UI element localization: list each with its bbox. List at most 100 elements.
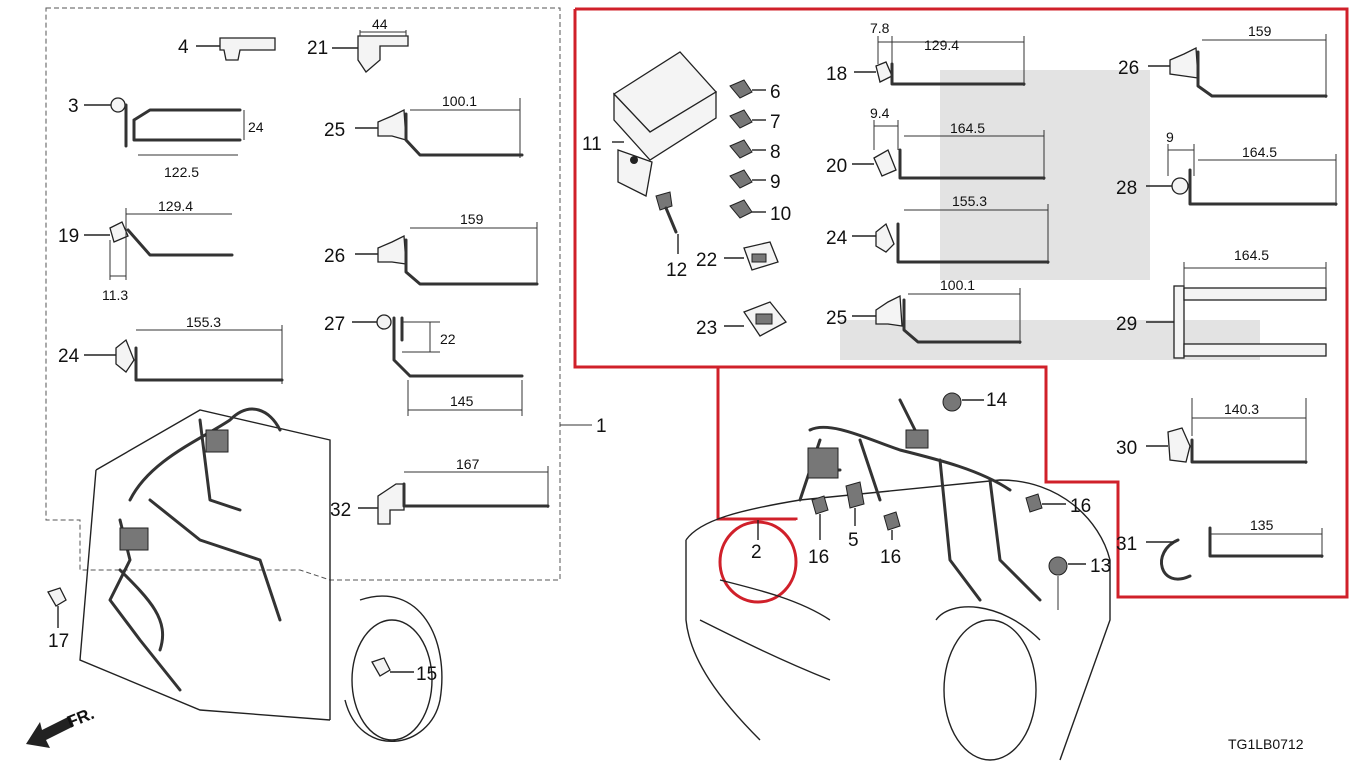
dim-19-length: 129.4: [158, 198, 193, 214]
front-direction-arrow: [26, 716, 74, 748]
dim-26-right: 159: [1248, 23, 1272, 39]
vehicle-right-view: [685, 398, 1111, 761]
dim-30: 140.3: [1224, 401, 1259, 417]
part-9-clip: [729, 169, 766, 189]
callout-2: 2: [751, 542, 762, 563]
part-11-relay-block: [612, 51, 718, 197]
part-13: [1048, 556, 1086, 610]
callout-20: 20: [826, 156, 847, 177]
part-20: [852, 120, 1046, 180]
part-7-clip: [729, 109, 766, 129]
part-32: [358, 466, 550, 525]
callout-4: 4: [178, 37, 189, 58]
dim-31: 135: [1250, 517, 1274, 533]
dim-25-left: 100.1: [442, 93, 477, 109]
dim-29: 164.5: [1234, 247, 1269, 263]
callout-19: 19: [58, 226, 79, 247]
callout-28: 28: [1116, 178, 1137, 199]
part-27: [352, 314, 524, 416]
callout-16-c: 16: [1070, 496, 1091, 517]
callout-8: 8: [770, 142, 781, 163]
callout-17: 17: [48, 631, 69, 652]
dim-26-left: 159: [460, 211, 484, 227]
part-17: [47, 587, 67, 628]
part-10-clip: [729, 199, 766, 219]
dim-3-height: 24: [248, 119, 264, 135]
part-16-c: [1025, 493, 1066, 513]
callout-12: 12: [666, 260, 687, 281]
dim-21: 44: [372, 16, 388, 32]
diagram-code: TG1LB0712: [1228, 736, 1304, 752]
callout-23: 23: [696, 318, 717, 339]
dim-24-left: 155.3: [186, 314, 221, 330]
part-16-a: [811, 495, 829, 540]
callout-6: 6: [770, 82, 781, 103]
part-8-clip: [729, 139, 766, 159]
callout-15: 15: [416, 664, 437, 685]
part-29: [1146, 262, 1327, 359]
dim-18-offset: 7.8: [870, 20, 890, 36]
dim-20-length: 164.5: [950, 120, 985, 136]
part-23: [724, 301, 787, 337]
callout-29: 29: [1116, 314, 1137, 335]
callout-26-left: 26: [324, 246, 345, 267]
callout-24-left: 24: [58, 346, 80, 367]
front-direction-label: FR.: [64, 704, 97, 732]
callout-7: 7: [770, 112, 781, 133]
part-18: [854, 36, 1026, 86]
callout-5: 5: [848, 530, 859, 551]
part-25-right: [852, 288, 1022, 344]
part-12-bolt: [655, 191, 679, 254]
callout-31: 31: [1116, 534, 1137, 555]
callout-25-right: 25: [826, 308, 847, 329]
part-19: [84, 208, 234, 280]
part-16-b: [883, 511, 901, 540]
part-14: [942, 392, 984, 412]
part-3: [84, 97, 245, 156]
callout-32: 32: [330, 500, 351, 521]
callout-14: 14: [986, 390, 1008, 411]
callout-26-right: 26: [1118, 58, 1139, 79]
assembly-boundary: [45, 7, 561, 581]
part-15: [371, 657, 414, 677]
callout-16-b: 16: [880, 547, 901, 568]
dim-32: 167: [456, 456, 480, 472]
part-25-left: [355, 98, 524, 158]
callout-22: 22: [696, 250, 717, 271]
dim-3-length: 122.5: [164, 164, 199, 180]
dim-19-offset: 11.3: [102, 287, 128, 303]
callout-13: 13: [1090, 556, 1111, 577]
callout-11: 11: [582, 134, 602, 155]
part-31: [1146, 526, 1324, 581]
dim-27-height: 22: [440, 331, 456, 347]
callout-27: 27: [324, 314, 345, 335]
part-22: [724, 241, 779, 271]
callout-16-a: 16: [808, 547, 829, 568]
callout-3: 3: [68, 96, 79, 117]
dim-18-length: 129.4: [924, 37, 959, 53]
callout-18: 18: [826, 64, 847, 85]
vehicle-left-view: [79, 407, 443, 742]
dim-27-length: 145: [450, 393, 474, 409]
part-5: [845, 481, 865, 526]
part-24-left: [84, 325, 284, 384]
callout-30: 30: [1116, 438, 1137, 459]
part-26-left: [355, 222, 539, 286]
part-26-right: [1148, 34, 1328, 98]
part-24-right: [852, 204, 1050, 264]
callout-24-right: 24: [826, 228, 848, 249]
dim-24-right: 155.3: [952, 193, 987, 209]
dim-28-offset: 9: [1166, 129, 1174, 145]
part-4: [196, 37, 276, 61]
part-28: [1146, 144, 1338, 206]
callout-25-left: 25: [324, 120, 345, 141]
callout-21: 21: [307, 38, 328, 59]
part-21: [332, 30, 409, 73]
dim-25-right: 100.1: [940, 277, 975, 293]
callout-9: 9: [770, 172, 781, 193]
dim-28-length: 164.5: [1242, 144, 1277, 160]
callout-1: 1: [596, 416, 607, 437]
part-6-clip: [729, 79, 766, 99]
part-30: [1146, 398, 1308, 464]
callout-10: 10: [770, 204, 791, 225]
